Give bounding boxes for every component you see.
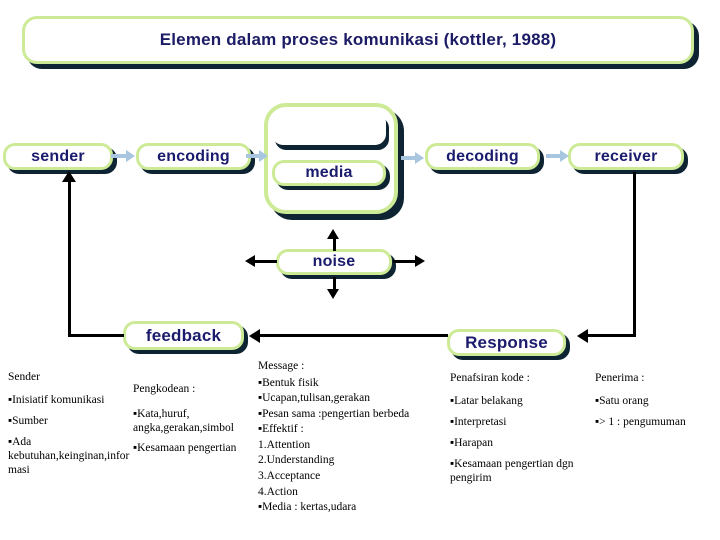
note-item: ▪Media : kertas,udara bbox=[258, 501, 357, 514]
note-item: 2.Understanding bbox=[258, 454, 335, 467]
note-item: ▪Latar belakang bbox=[450, 395, 523, 408]
decoding-label: decoding bbox=[446, 147, 519, 165]
notes-message-heading: Message : bbox=[258, 360, 305, 372]
notes-pengkodean: Pengkodean : ▪Kata,huruf, angka,gerakan,… bbox=[133, 382, 249, 461]
slide-title-text: Elemen dalam proses komunikasi (kottler,… bbox=[159, 30, 557, 49]
notes-sender-heading: Sender bbox=[8, 371, 40, 383]
note-item: ▪Bentuk fisik bbox=[258, 376, 319, 389]
encoding-box: encoding bbox=[136, 143, 251, 170]
note-item: ▪Kata,huruf, angka,gerakan,simbol bbox=[133, 408, 234, 435]
note-item: ▪Interpretasi bbox=[450, 416, 507, 429]
noise-label: noise bbox=[312, 253, 356, 270]
notes-penafsiran: Penafsiran kode : ▪Latar belakang ▪Inter… bbox=[450, 371, 592, 492]
media-label: media bbox=[305, 164, 353, 181]
receiver-box: receiver bbox=[568, 143, 684, 170]
message-placeholder-box bbox=[272, 112, 386, 145]
encoding-label: encoding bbox=[157, 147, 230, 165]
response-label: Response bbox=[465, 332, 548, 352]
note-item: ▪> 1 : pengumuman bbox=[595, 416, 686, 429]
feedback-box: feedback bbox=[123, 321, 244, 350]
response-box: Response bbox=[447, 329, 566, 356]
media-box: media bbox=[272, 160, 386, 186]
notes-penerima: Penerima : ▪Satu orang ▪> 1 : pengumuman bbox=[595, 371, 713, 436]
note-item: ▪Satu orang bbox=[595, 395, 649, 408]
decoding-box: decoding bbox=[425, 143, 540, 170]
note-item: 1.Attention bbox=[258, 438, 311, 451]
note-item: 3.Acceptance bbox=[258, 469, 321, 482]
note-item: ▪Harapan bbox=[450, 437, 494, 450]
noise-box: noise bbox=[276, 249, 392, 275]
feedback-label: feedback bbox=[145, 325, 222, 345]
note-item: ▪Sumber bbox=[8, 415, 48, 428]
notes-sender: Sender ▪Inisiatif komunikasi ▪Sumber ▪Ad… bbox=[8, 370, 132, 484]
notes-message: Message : ▪Bentuk fisik ▪Ucapan,tulisan,… bbox=[258, 360, 442, 517]
notes-penerima-heading: Penerima : bbox=[595, 372, 645, 384]
sender-box: sender bbox=[3, 143, 113, 170]
note-item: ▪Kesamaan pengertian dgn pengirim bbox=[450, 458, 574, 485]
note-item: ▪Pesan sama :pengertian berbeda bbox=[258, 407, 410, 420]
note-item: ▪Effektif : bbox=[258, 423, 304, 436]
note-item: ▪Ada kebutuhan,keinginan,informasi bbox=[8, 436, 130, 477]
note-item: ▪Inisiatif komunikasi bbox=[8, 394, 105, 407]
note-item: ▪Ucapan,tulisan,gerakan bbox=[258, 392, 371, 405]
note-item: ▪Kesamaan pengertian bbox=[133, 442, 237, 455]
sender-label: sender bbox=[31, 147, 85, 165]
notes-pengkodean-heading: Pengkodean : bbox=[133, 383, 196, 395]
note-item: 4.Action bbox=[258, 485, 298, 498]
notes-penafsiran-heading: Penafsiran kode : bbox=[450, 372, 530, 384]
receiver-label: receiver bbox=[594, 147, 658, 165]
slide-title: Elemen dalam proses komunikasi (kottler,… bbox=[22, 16, 694, 64]
